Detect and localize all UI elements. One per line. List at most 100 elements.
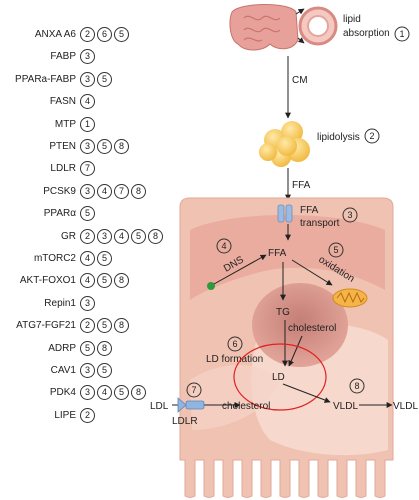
- ld-vldl-arrow: [282, 383, 331, 403]
- num-4: 4: [221, 241, 226, 251]
- mitochondrion-icon: [332, 288, 368, 308]
- ldlr-receptor-icon: [177, 397, 205, 413]
- cm-label: CM: [292, 75, 308, 86]
- chol-ld-arrow: [288, 335, 303, 367]
- reference-number: 4: [80, 251, 95, 266]
- reference-number: 8: [148, 228, 163, 244]
- ldl-label: LDL: [150, 401, 169, 412]
- gene-name: PPARα: [43, 208, 76, 220]
- gene-name: ADRP: [48, 342, 76, 354]
- green-dot: [207, 282, 215, 290]
- gene-name: mTORC2: [33, 253, 76, 264]
- gene-name: ATG7-FGF21: [16, 320, 76, 332]
- to-cross-section-arrow-1: [295, 8, 305, 15]
- reference-number: 5: [97, 318, 112, 334]
- gene-name: PCSK9: [43, 185, 76, 197]
- intestine-cross-section-icon: [298, 6, 338, 46]
- ld-formation-label: LD formation: [206, 354, 263, 365]
- reference-number: 8: [114, 139, 129, 154]
- cholesterol-inner-label: cholesterol: [288, 323, 336, 334]
- reference-number: 5: [97, 363, 112, 378]
- reference-number: 2: [80, 27, 95, 42]
- reference-number: 5: [80, 340, 95, 356]
- gene-name: MTP: [54, 118, 76, 130]
- lipid-absorption-label: lipid: [343, 14, 361, 25]
- vldl-out-label: VLDL: [393, 401, 418, 412]
- reference-number: 3: [80, 139, 95, 154]
- reference-number: 8: [131, 183, 146, 199]
- reference-number: 8: [114, 273, 129, 289]
- num-7: 7: [191, 385, 196, 395]
- reference-number: 3: [97, 228, 112, 244]
- er-region: [190, 215, 385, 300]
- gene-name: PTEN: [49, 141, 76, 152]
- reference-numbers: 4: [80, 94, 95, 110]
- reference-numbers: 7: [80, 161, 95, 177]
- reference-number: 4: [80, 94, 95, 110]
- lipid-absorption-label-2: absorption: [343, 28, 390, 39]
- reference-number: 8: [97, 340, 112, 356]
- reference-number: 5: [114, 27, 129, 42]
- gene-name: LIPE: [54, 409, 76, 421]
- reference-number: 4: [80, 273, 95, 289]
- reference-number: 4: [97, 385, 112, 401]
- legend-row: Repin1 3: [0, 295, 170, 313]
- intestine-icon: [229, 4, 299, 51]
- gene-name: GR: [61, 230, 76, 242]
- reference-number: 3: [80, 71, 95, 87]
- reference-number: 8: [131, 385, 146, 401]
- num-3: 3: [347, 210, 352, 220]
- gene-name: Repin1: [44, 297, 76, 309]
- legend-row: MTP 1: [0, 116, 170, 134]
- num-8: 8: [354, 381, 359, 391]
- reference-numbers: 3: [80, 49, 95, 65]
- reference-number: 3: [80, 183, 95, 199]
- dns-arrow: [213, 254, 267, 285]
- num-5: 5: [333, 245, 338, 255]
- reference-number: 5: [97, 139, 112, 154]
- reference-number: 5: [97, 71, 112, 87]
- reference-number: 2: [80, 318, 95, 334]
- reference-numbers: 5: [80, 206, 95, 222]
- gene-name: PDK4: [49, 387, 76, 399]
- reference-number: 5: [80, 206, 95, 222]
- reference-number: 4: [97, 183, 112, 199]
- reference-number: 5: [114, 385, 129, 401]
- num-1: 1: [399, 29, 404, 39]
- ffa-transport-label: FFA: [300, 205, 319, 216]
- lipid-droplet-cluster-icon: [259, 121, 310, 167]
- nucleus: [252, 283, 348, 367]
- reference-number: 1: [80, 116, 95, 132]
- legend-row: PPARα 5: [0, 205, 170, 223]
- reference-number: 5: [97, 251, 112, 266]
- ffa-transport-label-2: transport: [300, 218, 340, 229]
- oxidation-arrow: [291, 259, 333, 286]
- reference-number: 2: [80, 228, 95, 244]
- ld-circle: [233, 343, 327, 411]
- reference-number: 5: [131, 228, 146, 244]
- reference-numbers: 3: [80, 295, 95, 311]
- gene-name: PPARa-FABP: [15, 73, 76, 85]
